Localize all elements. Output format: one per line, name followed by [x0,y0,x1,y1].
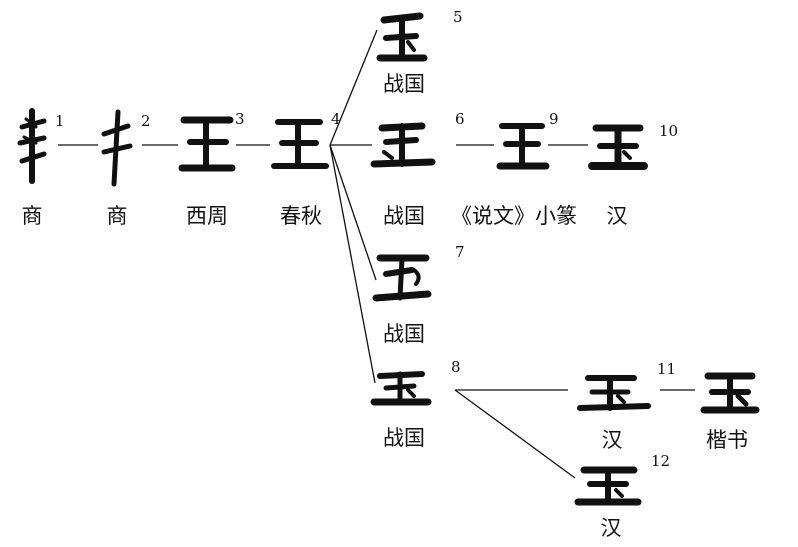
jade-small-seal-glyph-icon [496,123,550,170]
node-number: 4 [331,110,341,128]
jade-han-dotted-glyph-icon [577,375,651,411]
connector-4-7 [329,144,377,281]
jade-warring-states-dotted-glyph-icon [370,371,432,406]
node-label: 战国 [383,204,425,228]
node-number: 6 [455,110,465,128]
node-label: 春秋 [280,204,322,228]
jade-warring-states-variant-glyph-icon [372,254,432,302]
jade-warring-states-glyph-icon [370,122,436,168]
node-number: 1 [55,112,65,130]
node-label: 西周 [186,204,228,228]
jade-oracle-bone-variant-glyph-icon [101,109,133,187]
node-label: 战国 [383,426,425,450]
node-number: 7 [455,243,465,261]
node-number: 9 [549,110,559,128]
jade-han-glyph-icon [588,124,648,170]
node-label: 《说文》小篆 [451,204,577,228]
node-number: 10 [659,122,679,140]
jade-oracle-bone-glyph-icon [17,108,47,184]
node-label: 汉 [606,204,628,228]
jade-western-zhou-glyph-icon [178,116,236,172]
jade-han-variant-glyph-icon [574,466,642,506]
node-number: 5 [453,8,463,26]
node-number: 2 [141,112,151,130]
connector-4-8 [329,144,376,384]
jade-regular-script-glyph-icon [700,372,760,414]
node-label: 楷书 [706,428,748,452]
node-number: 8 [451,358,461,376]
node-number: 11 [657,360,677,378]
node-label: 战国 [383,322,425,346]
node-label: 汉 [601,428,623,452]
node-label: 战国 [383,72,425,96]
node-label: 汉 [600,516,622,540]
node-number: 3 [235,110,245,128]
connector-4-5 [329,29,378,146]
connector-8-12 [454,389,576,479]
jade-spring-autumn-glyph-icon [271,119,329,169]
node-label: 商 [106,204,128,228]
jade-warring-states-glyph-icon [376,12,428,62]
node-number: 12 [651,452,671,470]
node-label: 商 [21,204,43,228]
